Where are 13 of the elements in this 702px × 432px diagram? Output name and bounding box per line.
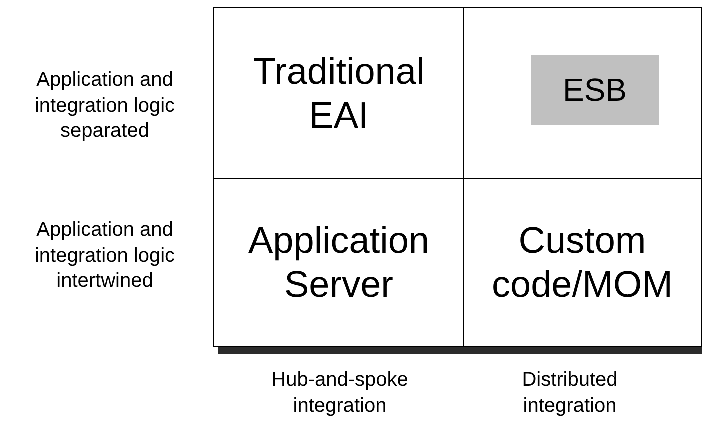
axis-label: Distributed integration [521, 368, 619, 419]
cell-label: Application Server [247, 219, 430, 306]
axis-label: Hub-and-spoke integration [270, 368, 410, 419]
box-label: ESB [562, 72, 628, 108]
axis-label: Application and integration logic separated [34, 68, 176, 144]
highlight-box [531, 55, 659, 125]
matrix-cell [463, 178, 702, 347]
matrix-cell [213, 7, 465, 180]
cell-label: Custom code/MOM [491, 219, 674, 306]
matrix-cell [463, 7, 702, 180]
matrix-cell [213, 178, 465, 347]
cell-label: Traditional EAI [252, 50, 426, 137]
axis-label: Application and integration logic intertwined [34, 218, 176, 294]
